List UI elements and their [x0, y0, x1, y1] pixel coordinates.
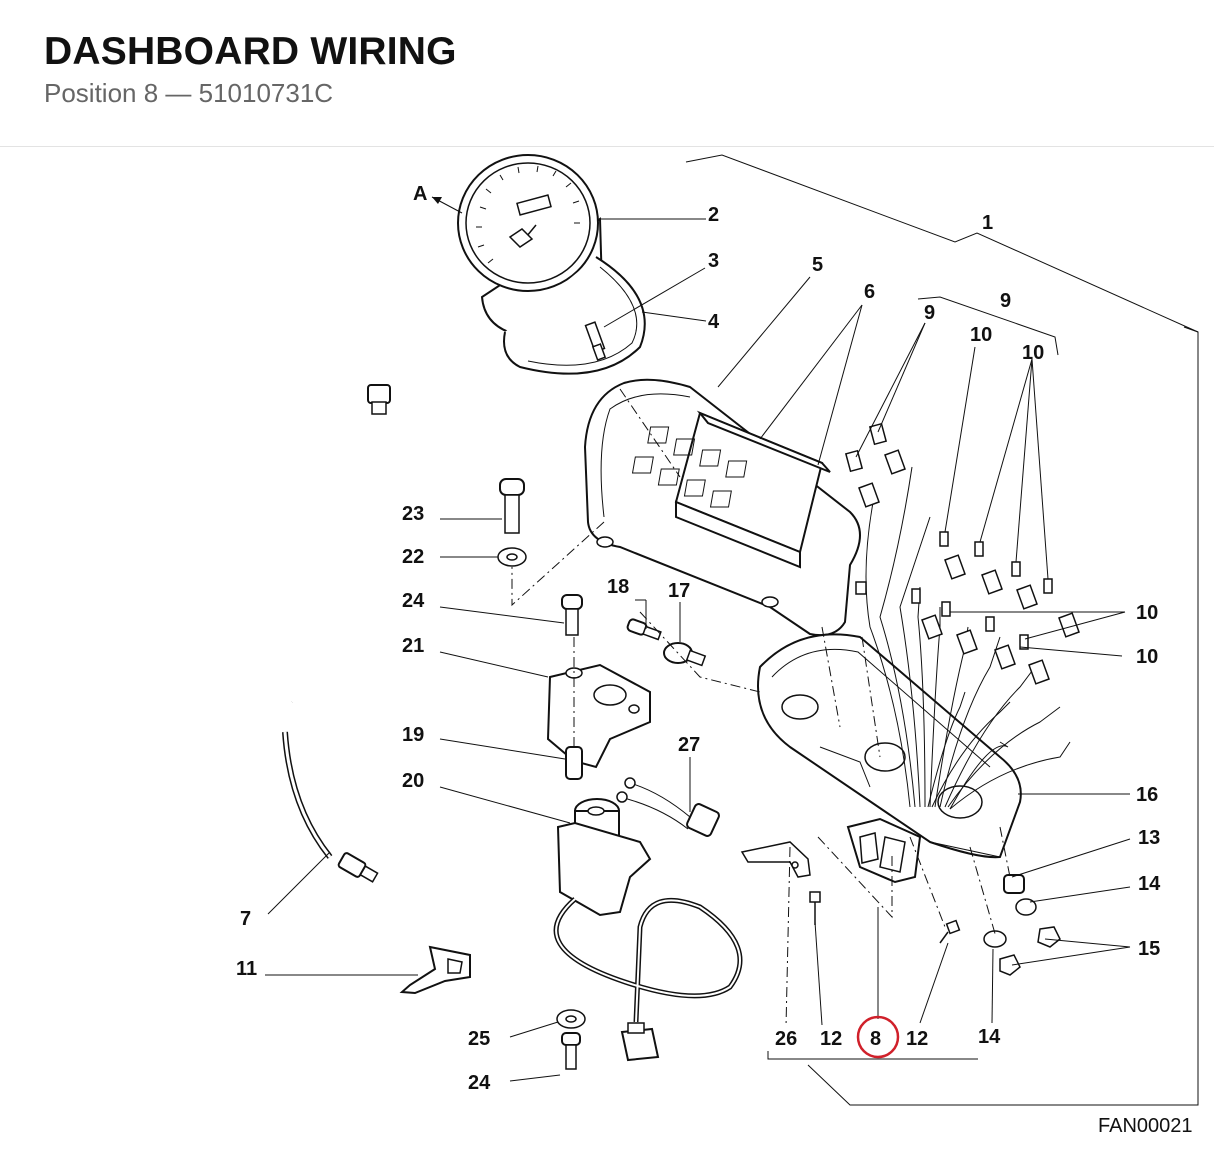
- highlight-ring: [856, 1015, 900, 1059]
- main-connector: [846, 817, 922, 884]
- fasteners-13-15: [983, 874, 1061, 976]
- callout-20: 20: [402, 770, 424, 792]
- callout-12b: 12: [906, 1028, 928, 1050]
- callout-21: 21: [402, 635, 424, 657]
- callout-24a: 24: [402, 590, 425, 612]
- callout-13: 13: [1138, 827, 1160, 849]
- callout-6: 6: [864, 281, 875, 303]
- small-bracket: [740, 841, 811, 878]
- callout-19: 19: [402, 724, 424, 746]
- screw-24-bottom: [561, 1032, 581, 1070]
- washer-22: [497, 547, 527, 567]
- callout-10d: 10: [1136, 646, 1158, 668]
- page-header: DASHBOARD WIRING Position 8 — 51010731C: [0, 0, 1214, 147]
- assembly-bracket-1: [685, 154, 1199, 1106]
- callout-15: 15: [1138, 938, 1160, 960]
- assembly-lines: [511, 388, 1011, 1028]
- drawing-code: FAN00021: [1098, 1115, 1193, 1137]
- sensor-pin: [584, 321, 607, 361]
- callout-17: 17: [668, 580, 690, 602]
- screw-12: [809, 891, 961, 944]
- exploded-parts-diagram: A: [0, 147, 1214, 1146]
- callout-27: 27: [678, 734, 700, 756]
- callout-10b: 10: [1022, 342, 1044, 364]
- connector-27: [616, 777, 720, 837]
- callout-5: 5: [812, 254, 823, 276]
- washer-25: [556, 1009, 586, 1029]
- instrument-housing: [757, 633, 1022, 859]
- ignition-switch: [556, 798, 652, 917]
- highlighted-callout-8[interactable]: 8: [856, 1015, 900, 1059]
- callout-1: 1: [982, 212, 993, 234]
- callout-25: 25: [468, 1028, 490, 1050]
- callout-10c: 10: [1136, 602, 1158, 624]
- callout-22: 22: [402, 546, 424, 568]
- callout-18: 18: [607, 576, 629, 598]
- callout-4: 4: [708, 311, 720, 333]
- spacer-19: [565, 746, 583, 780]
- callout-9b: 9: [1000, 290, 1011, 312]
- page-title: DASHBOARD WIRING: [44, 30, 457, 73]
- screw-24-top: [561, 594, 583, 636]
- screw-23: [499, 478, 525, 534]
- callout-labels: 1 2 3 4 5 6 7 9 9 10 10 10 10 11 12 12 1…: [236, 204, 1161, 1094]
- bulb-sockets: [844, 422, 1080, 685]
- callout-14b: 14: [978, 1026, 1001, 1048]
- callout-10a: 10: [970, 324, 992, 346]
- callout-2: 2: [708, 204, 719, 226]
- callout-14a: 14: [1138, 873, 1161, 895]
- speedometer: [457, 154, 646, 375]
- callout-9a: 9: [924, 302, 935, 324]
- mounting-bracket: [546, 663, 651, 769]
- callout-3: 3: [708, 250, 719, 272]
- knob-17: [663, 642, 707, 667]
- view-label-a: A: [413, 183, 427, 205]
- callout-23: 23: [402, 503, 424, 525]
- page-subtitle: Position 8 — 51010731C: [44, 78, 334, 108]
- ignition-key: [399, 945, 471, 995]
- screw-18: [626, 618, 662, 641]
- speedometer-cable: [282, 384, 391, 883]
- callout-7: 7: [240, 908, 251, 930]
- callout-26: 26: [775, 1028, 797, 1050]
- callout-24b: 24: [468, 1072, 491, 1094]
- callout-11: 11: [236, 958, 257, 980]
- leader-lines: [265, 218, 1131, 1082]
- callout-8: 8: [870, 1028, 881, 1050]
- callout-16: 16: [1136, 784, 1158, 806]
- ignition-lead: [553, 897, 743, 1062]
- callout-12a: 12: [820, 1028, 842, 1050]
- view-arrow-a: A: [413, 183, 463, 214]
